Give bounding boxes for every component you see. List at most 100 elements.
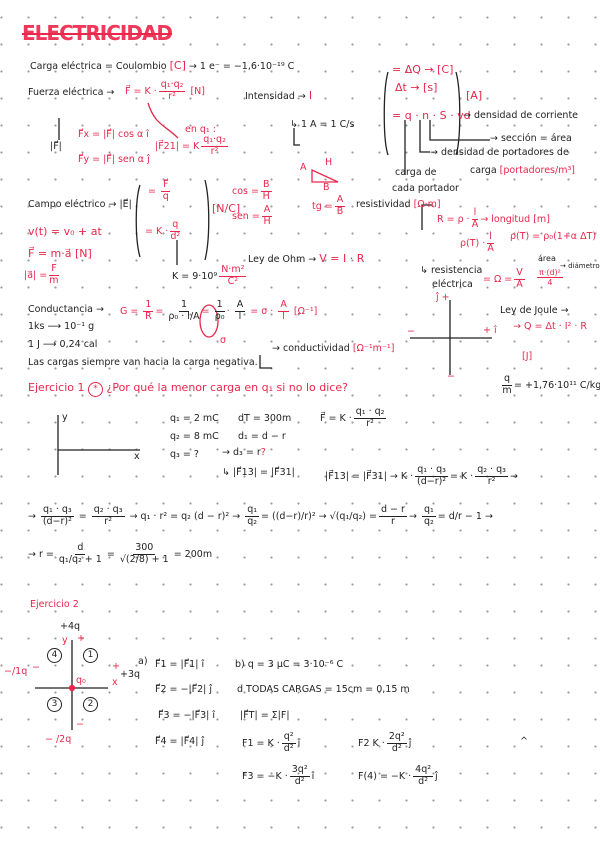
g4-den: l [238, 310, 242, 322]
f1-expr-lhs: F1 = K · [242, 737, 280, 749]
ex1-question: ¿Por qué la menor carga en q₁ si no lo d… [106, 381, 348, 394]
rho-t-num: l [487, 231, 494, 244]
brace-left-intensity [383, 71, 389, 156]
quadrant-1-icon: 1 [83, 648, 98, 663]
f4-expr-num: 4q² [413, 764, 434, 777]
newton-law: F⃗ = m·a⃗ [N] [28, 247, 92, 260]
r-result-lhs: → r = [28, 548, 54, 560]
field-symbol: |E⃗| [119, 199, 132, 210]
s5-den: q₂ [423, 515, 434, 527]
d3-value: → d₃ = r? [222, 447, 266, 459]
arrow-section [429, 120, 490, 141]
f4-expr-den: d² [418, 775, 429, 787]
s4-den: r [391, 515, 395, 527]
coulomb-den: r² [168, 90, 176, 102]
carrier-charge-2: cada portador [392, 183, 459, 194]
eq1-den: (d−r)² [417, 475, 447, 487]
eq1-arrow: → [509, 470, 518, 482]
intensity-dt: Δt → [s] [395, 81, 438, 94]
s1-num: q₁ · q₃ [41, 504, 74, 517]
stray-caret: ^ [520, 736, 528, 747]
resistance-label: ↳ resistencia [420, 265, 483, 276]
r-result-num2: 300 [133, 542, 156, 555]
force-unit: [N] [190, 85, 205, 97]
carrier-unit: [portadores/m³] [499, 165, 575, 176]
f21-num: q₁·q₂ [201, 134, 228, 147]
f3-expr-den: d² [294, 775, 305, 787]
coulomb-num: q₁·q₂ [158, 79, 186, 92]
k-unit-num: N·m² [219, 264, 247, 277]
ex2-y: y [62, 635, 68, 646]
current-density: → densidad de corriente [463, 110, 579, 121]
axis-i: + î [483, 325, 497, 336]
ex1-x: x [134, 451, 140, 462]
field-label-text: Campo eléctrico → [28, 199, 117, 210]
f1-expr-num: q² [281, 731, 296, 744]
s1-den2: r² [104, 515, 113, 527]
conductivity: → conductividad [Ω⁻¹m⁻¹] [272, 343, 394, 355]
f2-vector: F⃗2 = −|F⃗2| ĵ [155, 684, 213, 695]
resistivity-label: resistividad [356, 199, 411, 210]
carrier-density-word: carga [470, 165, 497, 176]
axes-cross [410, 300, 492, 375]
sen-num: A [261, 204, 273, 217]
charge-top: +4q [60, 621, 81, 632]
part-a-label: a) [138, 656, 148, 667]
ex2-minus-left: − [32, 662, 40, 673]
circled-rho [199, 304, 219, 338]
quadrant-4: 4 [47, 648, 62, 663]
f3-expr-lhs: F3 = −K · [242, 770, 288, 782]
ex1-f-den: r² [366, 417, 374, 429]
ex2-title: Ejercicio 2 [30, 599, 79, 610]
conversion-1: 1ks ⟶ 10⁻¹ g [28, 321, 95, 332]
g2-num: 1 [179, 299, 190, 312]
axis-j: ĵ + [436, 292, 450, 303]
resistivity-unit: [Ω·m] [413, 199, 441, 210]
q2-value: q₂ = 8 mC [170, 431, 219, 442]
ex2-plus-right: + [112, 661, 120, 672]
charge-section: Carga eléctrica = Coulombio [C] → 1 e⁻ =… [30, 59, 294, 73]
field-num: F⃗ [160, 179, 171, 192]
ex1-f-lhs: F⃗ = K · [320, 412, 352, 424]
ex1-f-num: q₁ · q₂ [353, 406, 387, 419]
sigma-eq: = σ · [250, 305, 274, 317]
f4-unit: ĵ [435, 770, 438, 782]
r-result-num: d [75, 542, 86, 555]
ohm-law: Ley de Ohm → V = I · R [248, 252, 364, 266]
resistance-label-2: eléctrica [432, 279, 473, 290]
s1-num2: q₂ · q₃ [91, 504, 125, 517]
arrow-carrier-density [419, 120, 430, 153]
charges-note: Las cargas siempre van hacia la carga ne… [28, 357, 258, 368]
f1-vector: F⃗1 = |F⃗1| î [155, 659, 205, 670]
accel-label: |a⃗| = [24, 269, 48, 281]
field-label: Campo eléctrico → |E⃗| [28, 199, 132, 211]
quadrant-4-icon: 4 [47, 648, 62, 663]
g2-den: ρ₀ · l/A [168, 310, 200, 322]
s1-den: (d−r)² [42, 515, 72, 527]
tri-a: A [300, 162, 307, 173]
eq1-num2: q₂ · q₃ [475, 464, 508, 477]
carrier-charge: carga de [395, 167, 437, 178]
distance: d TODAS CARGAS = 15cm = 0,15 m [237, 684, 410, 695]
section-area: → sección = área [490, 133, 572, 144]
accel-den: m [49, 274, 59, 286]
quadrant-3: 3 [47, 697, 62, 712]
intensity-symbol: I [308, 89, 313, 102]
f21-lhs: |F⃗21| = K [155, 140, 200, 152]
s5-num: q₁ [421, 504, 436, 517]
intensity: Intensidad → I [245, 89, 313, 103]
force-y: F⃗y = |F⃗| sen α ĵ [78, 154, 150, 165]
dt-value: dT = 300m [238, 413, 292, 424]
total-force: |F⃗T| = Σ|F| [240, 710, 290, 721]
